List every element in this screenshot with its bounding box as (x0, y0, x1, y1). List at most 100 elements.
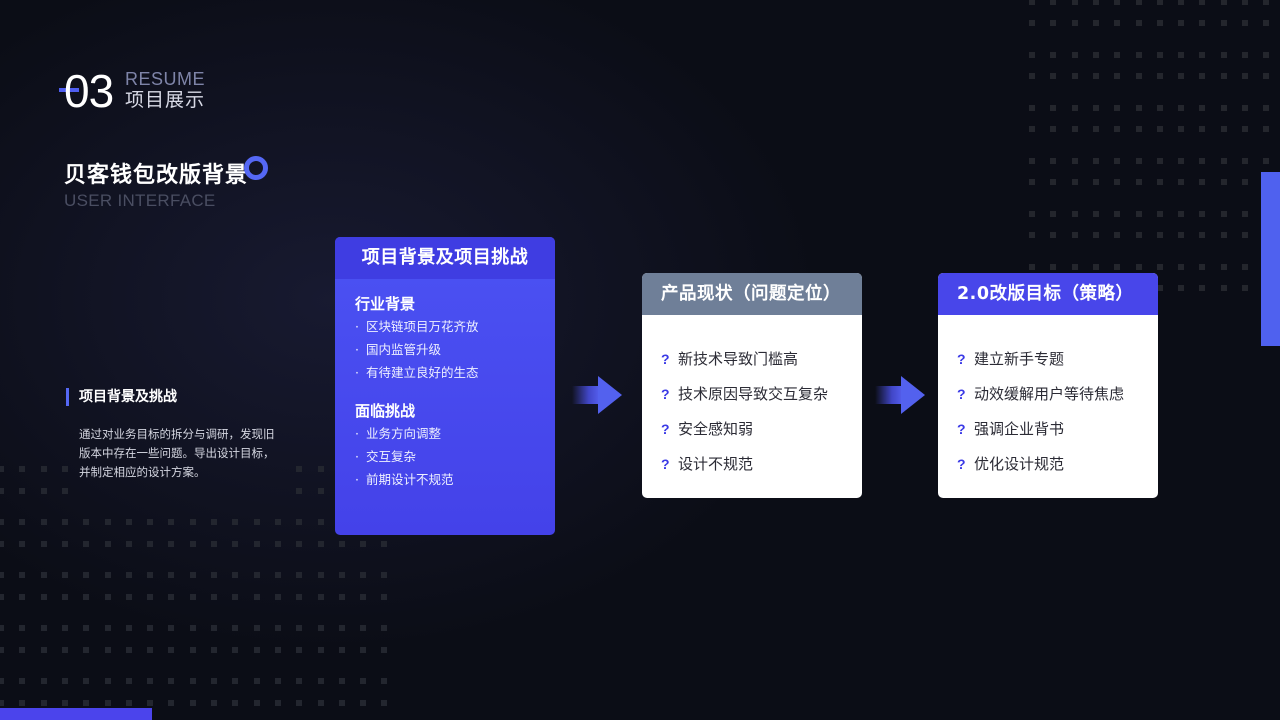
dot-decoration (254, 678, 260, 684)
list-item-text: 业务方向调整 (366, 426, 442, 441)
dot-decoration (1263, 20, 1269, 26)
list-item: ?设计不规范 (642, 447, 862, 482)
dot-decoration (318, 700, 324, 706)
dot-decoration (254, 700, 260, 706)
dot-decoration (1199, 179, 1205, 185)
dot-decoration (83, 572, 89, 578)
dot-decoration (168, 541, 174, 547)
dot-decoration (0, 488, 4, 494)
dot-decoration (1093, 179, 1099, 185)
dot-decoration (381, 678, 387, 684)
dot-decoration (360, 572, 366, 578)
dot-decoration (62, 541, 68, 547)
dot-decoration (1050, 20, 1056, 26)
dot-decoration (318, 572, 324, 578)
dot-decoration (0, 594, 4, 600)
dot-decoration (41, 594, 47, 600)
list-item: ·区块链项目万花齐放 (355, 315, 555, 338)
list-item-text: 前期设计不规范 (366, 472, 454, 487)
dot-decoration (211, 572, 217, 578)
dot-decoration (1136, 126, 1142, 132)
dot-decoration (318, 541, 324, 547)
dot-decoration (1050, 179, 1056, 185)
dot-decoration (1072, 0, 1078, 5)
dot-decoration (1263, 105, 1269, 111)
group-industry-background: 行业背景 ·区块链项目万花齐放 ·国内监管升级 ·有待建立良好的生态 (335, 293, 555, 384)
dot-decoration (318, 678, 324, 684)
decorative-bar-bottom (0, 708, 152, 720)
dot-decoration (1242, 211, 1248, 217)
dot-decoration (1242, 264, 1248, 270)
dot-decoration (318, 466, 324, 472)
dot-decoration (1136, 20, 1142, 26)
dot-decoration (1136, 105, 1142, 111)
dot-decoration (1242, 285, 1248, 291)
dot-decoration (1221, 179, 1227, 185)
dot-decoration (254, 541, 260, 547)
list-item-text: 优化设计规范 (974, 455, 1065, 473)
dot-decoration (275, 541, 281, 547)
dot-decoration (1178, 52, 1184, 58)
dot-decoration (147, 700, 153, 706)
strategy-list: ?建立新手专题 ?动效缓解用户等待焦虑 ?强调企业背书 ?优化设计规范 (938, 342, 1158, 482)
list-item: ?建立新手专题 (938, 342, 1158, 377)
dot-decoration (296, 541, 302, 547)
group-challenges: 面临挑战 ·业务方向调整 ·交互复杂 ·前期设计不规范 (335, 400, 555, 491)
dot-decoration (1242, 20, 1248, 26)
dot-decoration (1157, 73, 1163, 79)
dot-decoration (190, 541, 196, 547)
dot-decoration (83, 678, 89, 684)
dot-decoration (1093, 52, 1099, 58)
dot-decoration (1178, 105, 1184, 111)
dot-decoration (190, 678, 196, 684)
dot-decoration (1199, 232, 1205, 238)
bullet-icon: · (355, 472, 359, 487)
dot-decoration (126, 594, 132, 600)
dot-decoration (83, 700, 89, 706)
dot-decoration (1242, 158, 1248, 164)
dot-decoration (1199, 158, 1205, 164)
dot-decoration (41, 466, 47, 472)
dot-decoration (1050, 52, 1056, 58)
dot-decoration (1050, 264, 1056, 270)
dot-decoration (275, 700, 281, 706)
dot-decoration (232, 594, 238, 600)
dot-decoration (1157, 0, 1163, 5)
dot-decoration (1157, 105, 1163, 111)
dot-decoration (1050, 105, 1056, 111)
dot-decoration (1242, 73, 1248, 79)
dot-decoration (1114, 179, 1120, 185)
dot-decoration (1178, 126, 1184, 132)
dot-decoration (190, 647, 196, 653)
list-item-text: 技术原因导致交互复杂 (678, 385, 829, 403)
dot-decoration (1199, 264, 1205, 270)
dot-decoration (211, 519, 217, 525)
dot-decoration (147, 519, 153, 525)
decorative-bar-right (1261, 172, 1280, 346)
dot-decoration (1199, 211, 1205, 217)
dot-decoration (296, 519, 302, 525)
bullet-icon: · (355, 365, 359, 380)
list-item: ?优化设计规范 (938, 447, 1158, 482)
section-number: 03 (64, 65, 114, 117)
dot-decoration (339, 572, 345, 578)
dot-decoration (1093, 126, 1099, 132)
dot-decoration (254, 594, 260, 600)
list-item: ?技术原因导致交互复杂 (642, 377, 862, 412)
arrow-right-icon (572, 376, 622, 414)
dot-decoration (0, 519, 4, 525)
dot-decoration (1263, 158, 1269, 164)
dot-decoration (1199, 126, 1205, 132)
dot-decoration (254, 572, 260, 578)
section-label-en: RESUME (125, 69, 206, 89)
card-title: 2.0改版目标（策略） (938, 273, 1158, 315)
bullet-icon: · (355, 319, 359, 334)
dot-decoration (1178, 264, 1184, 270)
dot-decoration (339, 625, 345, 631)
dot-decoration (381, 541, 387, 547)
dot-decoration (1136, 264, 1142, 270)
dot-decoration (1157, 232, 1163, 238)
dot-decoration (105, 572, 111, 578)
dot-decoration (360, 678, 366, 684)
dot-decoration (0, 541, 4, 547)
